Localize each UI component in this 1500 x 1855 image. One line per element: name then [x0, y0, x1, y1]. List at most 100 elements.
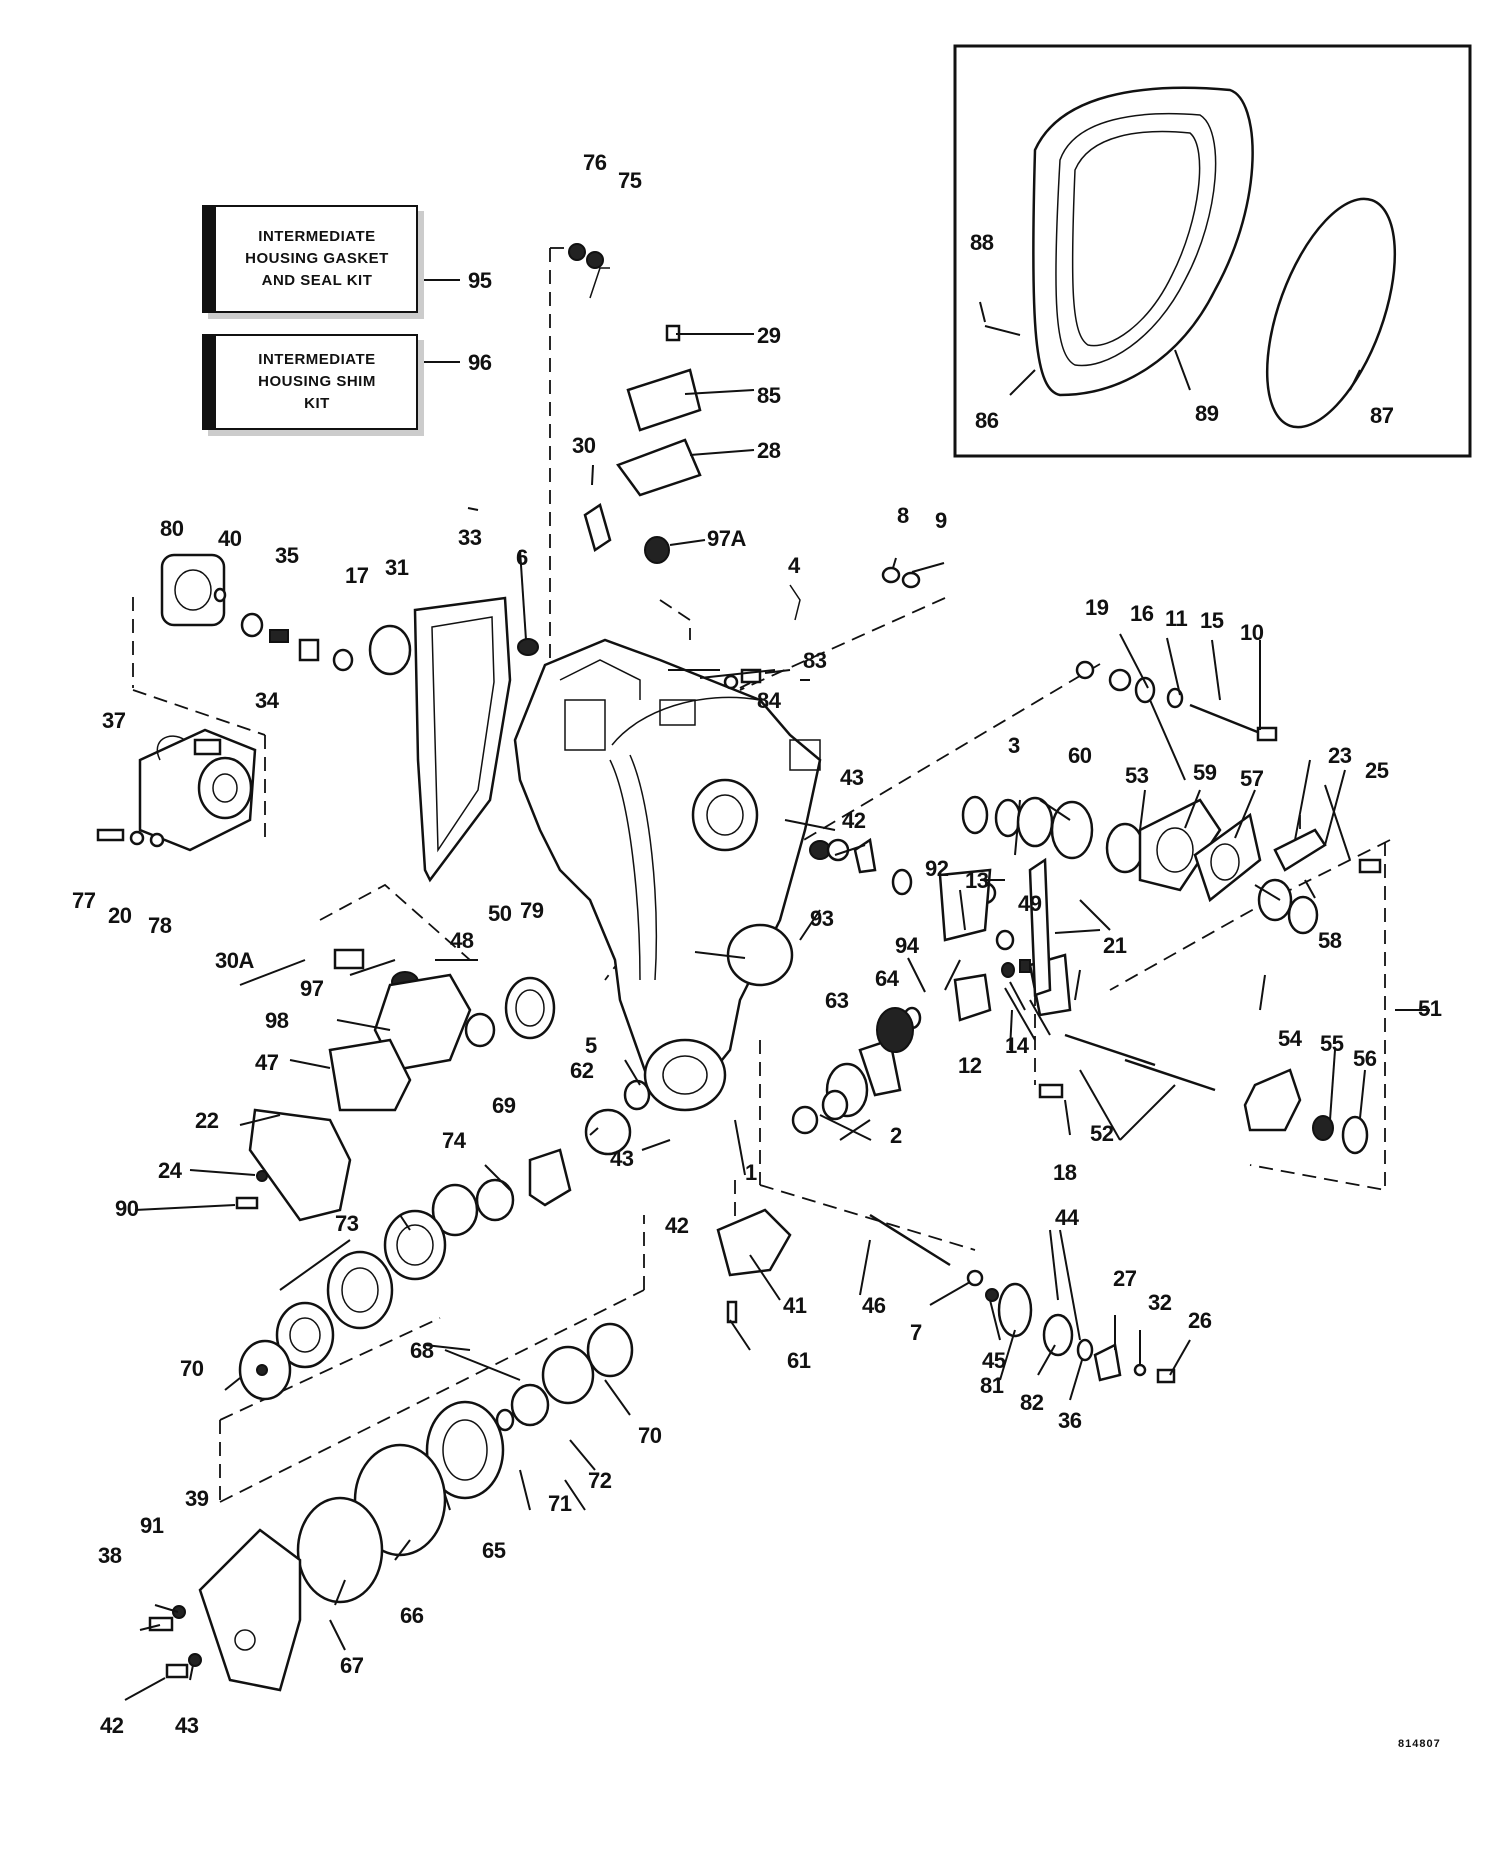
callout-42-lower: 42 [100, 1713, 124, 1738]
shim-kit-box: INTERMEDIATE HOUSING SHIM KIT [202, 334, 418, 430]
callout-92: 92 [925, 856, 949, 881]
callout-21: 21 [1103, 933, 1127, 958]
callout-1: 1 [745, 1160, 757, 1185]
callout-47: 47 [255, 1050, 279, 1075]
callout-2: 2 [890, 1123, 902, 1148]
callout-89: 89 [1195, 401, 1219, 426]
callout-35: 35 [275, 543, 299, 568]
callout-36: 36 [1058, 1408, 1082, 1433]
callout-62: 62 [570, 1058, 594, 1083]
callout-9: 9 [935, 508, 947, 533]
callout-52: 52 [1090, 1121, 1114, 1146]
callout-72: 72 [588, 1468, 612, 1493]
callout-20: 20 [108, 903, 132, 928]
callout-30: 30 [572, 433, 596, 458]
callout-91: 91 [140, 1513, 164, 1538]
callout-16: 16 [1130, 601, 1154, 626]
callout-60: 60 [1068, 743, 1092, 768]
callout-70-right: 70 [638, 1423, 662, 1448]
callout-43-lower: 43 [175, 1713, 199, 1738]
callout-14: 14 [1005, 1033, 1029, 1058]
callout-41: 41 [783, 1293, 807, 1318]
callout-67: 67 [340, 1653, 364, 1678]
callout-75: 75 [618, 168, 642, 193]
flywheel-housing-inset [984, 86, 1397, 429]
gasket-seal-kit-label: INTERMEDIATE HOUSING GASKET AND SEAL KIT [245, 228, 389, 289]
callout-31: 31 [385, 555, 409, 580]
callout-69: 69 [492, 1093, 516, 1118]
callout-56: 56 [1353, 1046, 1377, 1071]
callout-43-upper: 43 [840, 765, 864, 790]
callout-59: 59 [1193, 760, 1217, 785]
callout-12: 12 [958, 1053, 982, 1078]
callout-88: 88 [970, 230, 994, 255]
callout-34: 34 [255, 688, 279, 713]
callout-32: 32 [1148, 1290, 1172, 1315]
callout-18: 18 [1053, 1160, 1077, 1185]
callout-97a: 97A [707, 526, 746, 551]
callout-63: 63 [825, 988, 849, 1013]
callout-76: 76 [583, 150, 607, 175]
drawing-number: 814807 [1398, 1738, 1441, 1750]
callout-25: 25 [1365, 758, 1389, 783]
callout-22: 22 [195, 1108, 219, 1133]
callout-98: 98 [265, 1008, 289, 1033]
callout-17: 17 [345, 563, 369, 588]
callout-97: 97 [300, 976, 324, 1001]
callout-84: 84 [757, 688, 781, 713]
callout-28: 28 [757, 438, 781, 463]
callout-4: 4 [788, 553, 800, 578]
cover-gasket [413, 596, 512, 883]
leader-lines [124, 279, 1430, 1701]
callout-74: 74 [442, 1128, 466, 1153]
callout-39: 39 [185, 1486, 209, 1511]
callout-61: 61 [787, 1348, 811, 1373]
callout-3: 3 [1008, 733, 1020, 758]
callout-70-left: 70 [180, 1356, 204, 1381]
callout-6: 6 [516, 545, 528, 570]
callout-15: 15 [1200, 608, 1224, 633]
callout-79: 79 [520, 898, 544, 923]
callout-81: 81 [980, 1373, 1004, 1398]
callout-42-mid: 42 [665, 1213, 689, 1238]
callout-65: 65 [482, 1538, 506, 1563]
callout-19: 19 [1085, 595, 1109, 620]
hose-clamp-ring [1265, 197, 1397, 429]
callout-73: 73 [335, 1211, 359, 1236]
callout-10: 10 [1240, 620, 1264, 645]
callout-94: 94 [895, 933, 919, 958]
callout-33: 33 [458, 525, 482, 550]
callout-45: 45 [982, 1348, 1006, 1373]
intermediate-housing [513, 638, 822, 1112]
callout-68: 68 [410, 1338, 434, 1363]
callout-77: 77 [72, 888, 96, 913]
callout-37: 37 [102, 708, 126, 733]
callout-71: 71 [548, 1491, 572, 1516]
inset-frame [953, 44, 1472, 458]
shim-kit-label: INTERMEDIATE HOUSING SHIM KIT [258, 351, 376, 412]
callout-90: 90 [115, 1196, 139, 1221]
callout-57: 57 [1240, 766, 1264, 791]
callout-80: 80 [160, 516, 184, 541]
callout-82: 82 [1020, 1390, 1044, 1415]
small-parts [96, 243, 1382, 1692]
callout-26: 26 [1188, 1308, 1212, 1333]
callout-64: 64 [875, 966, 899, 991]
callout-24: 24 [158, 1158, 182, 1183]
callout-27: 27 [1113, 1266, 1137, 1291]
callout-49: 49 [1018, 891, 1042, 916]
callout-30a: 30A [215, 948, 254, 973]
callout-29: 29 [757, 323, 781, 348]
callout-83: 83 [803, 648, 827, 673]
callout-87: 87 [1370, 403, 1394, 428]
callout-50: 50 [488, 901, 512, 926]
callout-58: 58 [1318, 928, 1342, 953]
callout-48: 48 [450, 928, 474, 953]
callout-53: 53 [1125, 763, 1149, 788]
callout-93: 93 [810, 906, 834, 931]
callout-23: 23 [1328, 743, 1352, 768]
callout-51: 51 [1418, 996, 1442, 1021]
callout-46: 46 [862, 1293, 886, 1318]
